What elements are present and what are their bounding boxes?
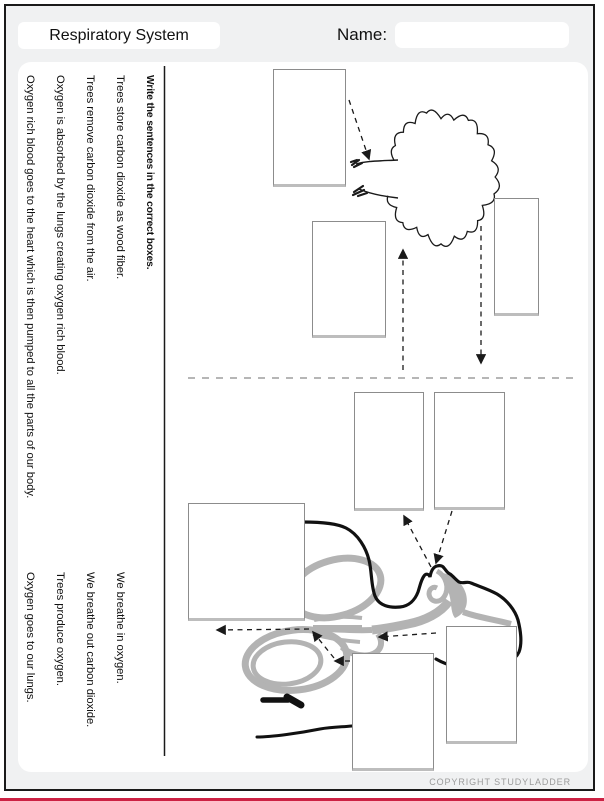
answer-box-tree-3[interactable]: [494, 198, 539, 316]
name-label: Name:: [337, 25, 388, 44]
sentence-col2-3: Trees produce oxygen.: [54, 572, 66, 687]
sentence-col1-1: Trees store carbon dioxide as wood fiber…: [114, 75, 126, 280]
sentence-col2-1: We breathe in oxygen.: [114, 572, 126, 684]
page-title: Respiratory System: [18, 22, 220, 49]
sentence-col1-3: Oxygen is absorbed by the lungs creating…: [54, 75, 66, 375]
bottom-accent-line: [0, 798, 604, 801]
answer-box-head-2[interactable]: [434, 392, 505, 510]
sentence-col2-4: Oxygen goes to our lungs.: [24, 572, 36, 703]
answer-box-head-3[interactable]: [188, 503, 305, 621]
instruction-heading: Write the sentences in the correct boxes…: [144, 75, 155, 270]
answer-box-tree-1[interactable]: [273, 69, 346, 187]
sentence-col2-2: We breathe out carbon dioxide.: [84, 572, 96, 728]
sentence-col1-2: Trees remove carbon dioxide from the air…: [84, 75, 96, 282]
sentence-col1-4: Oxygen rich blood goes to the heart whic…: [24, 75, 36, 499]
page-title-label: Respiratory System: [49, 26, 189, 44]
answer-box-tree-2[interactable]: [312, 221, 386, 338]
answer-box-head-1[interactable]: [354, 392, 424, 511]
answer-box-head-5[interactable]: [352, 653, 434, 771]
name-input[interactable]: [395, 22, 569, 48]
copyright-text: COPYRIGHT STUDYLADDER: [429, 777, 571, 787]
answer-box-head-4[interactable]: [446, 626, 517, 744]
